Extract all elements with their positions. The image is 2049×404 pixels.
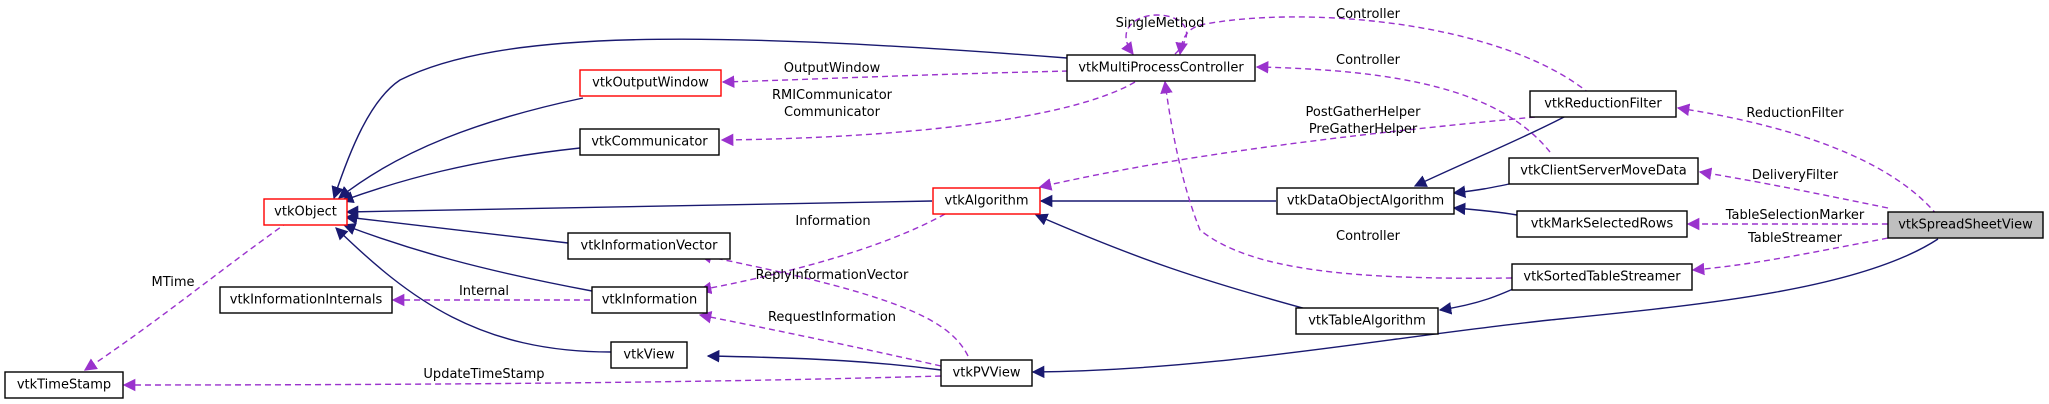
node-vtkPVView[interactable]: vtkPVView bbox=[940, 359, 1033, 387]
svg-text:vtkSpreadSheetView: vtkSpreadSheetView bbox=[1898, 218, 2033, 233]
svg-text:vtkMultiProcessController: vtkMultiProcessController bbox=[1078, 61, 1244, 76]
edge-reduction-filter bbox=[1676, 103, 1938, 216]
svg-text:vtkSortedTableStreamer: vtkSortedTableStreamer bbox=[1523, 270, 1681, 285]
svg-text:vtkMarkSelectedRows: vtkMarkSelectedRows bbox=[1531, 217, 1674, 232]
svg-text:vtkReductionFilter: vtkReductionFilter bbox=[1544, 97, 1662, 112]
edge-output-window bbox=[721, 70, 1069, 89]
node-vtkInformationVector[interactable]: vtkInformationVector bbox=[567, 232, 731, 260]
label-delivery-filter: DeliveryFilter bbox=[1752, 168, 1839, 183]
node-vtkReductionFilter[interactable]: vtkReductionFilter bbox=[1529, 90, 1677, 118]
label-information: Information bbox=[795, 214, 870, 229]
svg-text:vtkOutputWindow: vtkOutputWindow bbox=[592, 76, 709, 91]
label-pre-gather-helper: PreGatherHelper bbox=[1309, 122, 1418, 137]
label-post-gather-helper: PostGatherHelper bbox=[1306, 105, 1422, 120]
label-controller-2: Controller bbox=[1336, 53, 1401, 68]
node-vtkOutputWindow[interactable]: vtkOutputWindow bbox=[579, 69, 722, 97]
label-request-information: RequestInformation bbox=[768, 310, 896, 325]
label-rmi-communicator: RMICommunicator bbox=[772, 88, 893, 103]
svg-text:vtkPVView: vtkPVView bbox=[953, 366, 1021, 381]
node-vtkTableAlgorithm[interactable]: vtkTableAlgorithm bbox=[1295, 307, 1439, 335]
edge-infovector-to-object bbox=[344, 212, 569, 244]
edge-information-to-object bbox=[342, 223, 593, 292]
edge-csmovedata-to-dataobjectalgo bbox=[1452, 183, 1510, 198]
svg-text:vtkTableAlgorithm: vtkTableAlgorithm bbox=[1308, 314, 1426, 329]
label-table-streamer: TableStreamer bbox=[1747, 231, 1843, 246]
edge-sortedtablestreamer-to-tablealgo bbox=[1438, 284, 1523, 315]
node-vtkAlgorithm[interactable]: vtkAlgorithm bbox=[932, 187, 1041, 215]
edge-delivery-filter bbox=[1698, 167, 1889, 209]
svg-text:vtkInformation: vtkInformation bbox=[602, 293, 698, 308]
svg-text:vtkClientServerMoveData: vtkClientServerMoveData bbox=[1520, 164, 1687, 179]
svg-text:vtkAlgorithm: vtkAlgorithm bbox=[945, 194, 1029, 209]
label-internal: Internal bbox=[459, 284, 509, 299]
svg-text:vtkDataObjectAlgorithm: vtkDataObjectAlgorithm bbox=[1287, 194, 1444, 209]
edge-information bbox=[698, 213, 946, 295]
edge-controller-csmovedata bbox=[1255, 60, 1551, 153]
label-reduction-filter: ReductionFilter bbox=[1746, 106, 1844, 121]
label-controller-3: Controller bbox=[1336, 229, 1401, 244]
edge-tablealgo-to-algorithm bbox=[1034, 213, 1311, 311]
edge-single-method bbox=[1121, 14, 1188, 56]
node-vtkClientServerMoveData[interactable]: vtkClientServerMoveData bbox=[1508, 157, 1699, 185]
node-vtkMarkSelectedRows[interactable]: vtkMarkSelectedRows bbox=[1516, 210, 1688, 238]
svg-text:vtkInformationVector: vtkInformationVector bbox=[581, 239, 719, 254]
edge-reply-information-vector bbox=[698, 251, 969, 357]
node-vtkCommunicator[interactable]: vtkCommunicator bbox=[579, 128, 720, 156]
label-single-method: SingleMethod bbox=[1116, 16, 1205, 31]
node-vtkInformationInternals[interactable]: vtkInformationInternals bbox=[219, 286, 393, 314]
edge-outputwindow-to-object bbox=[338, 97, 584, 199]
label-update-time-stamp: UpdateTimeStamp bbox=[423, 367, 544, 382]
edge-update-time-stamp bbox=[122, 375, 942, 392]
svg-text:vtkTimeStamp: vtkTimeStamp bbox=[17, 378, 111, 393]
edge-communicator bbox=[720, 81, 1136, 147]
edge-gather-helper bbox=[1038, 116, 1536, 191]
edge-view-to-object bbox=[335, 227, 612, 353]
svg-text:vtkObject: vtkObject bbox=[274, 205, 337, 220]
label-output-window: OutputWindow bbox=[784, 61, 881, 76]
edge-mpc-to-object bbox=[331, 38, 1068, 200]
svg-text:vtkView: vtkView bbox=[623, 348, 675, 363]
node-vtkTimeStamp[interactable]: vtkTimeStamp bbox=[4, 371, 124, 399]
edge-communicator-to-object bbox=[340, 147, 581, 204]
edge-markselectedrows-to-dataobjectalgo bbox=[1452, 202, 1518, 216]
node-vtkInformation[interactable]: vtkInformation bbox=[591, 286, 708, 314]
edge-request-information bbox=[698, 311, 942, 367]
node-vtkMultiProcessController[interactable]: vtkMultiProcessController bbox=[1066, 54, 1256, 82]
label-communicator: Communicator bbox=[784, 105, 881, 120]
edge-labels: SingleMethod Controller OutputWindow Con… bbox=[151, 7, 1864, 382]
edge-table-streamer bbox=[1691, 237, 1889, 276]
edge-spreadsheetview-to-pvview bbox=[1031, 238, 1939, 379]
edge-reductionfilter-to-dataobjectalgo bbox=[1413, 115, 1567, 187]
node-vtkSortedTableStreamer[interactable]: vtkSortedTableStreamer bbox=[1511, 263, 1693, 291]
svg-text:vtkInformationInternals: vtkInformationInternals bbox=[230, 293, 383, 308]
node-vtkView[interactable]: vtkView bbox=[610, 341, 688, 369]
inheritance-edges bbox=[331, 38, 1939, 379]
edge-controller-sortedtablestreamer bbox=[1160, 80, 1513, 279]
usage-edges bbox=[83, 14, 1938, 392]
svg-text:vtkCommunicator: vtkCommunicator bbox=[591, 135, 708, 150]
node-vtkSpreadSheetView[interactable]: vtkSpreadSheetView bbox=[1887, 211, 2044, 239]
label-reply-information-vector: ReplyInformationVector bbox=[756, 268, 909, 283]
edge-pvview-to-view bbox=[706, 349, 942, 371]
node-vtkObject[interactable]: vtkObject bbox=[263, 198, 348, 226]
label-mtime: MTime bbox=[151, 275, 194, 290]
node-vtkDataObjectAlgorithm[interactable]: vtkDataObjectAlgorithm bbox=[1276, 187, 1455, 215]
edge-algorithm-to-object bbox=[345, 200, 933, 219]
label-table-selection-marker: TableSelectionMarker bbox=[1725, 208, 1865, 223]
edge-mtime bbox=[83, 221, 289, 371]
label-controller-1: Controller bbox=[1336, 7, 1401, 22]
edge-controller-reductionfilter bbox=[1175, 16, 1591, 95]
